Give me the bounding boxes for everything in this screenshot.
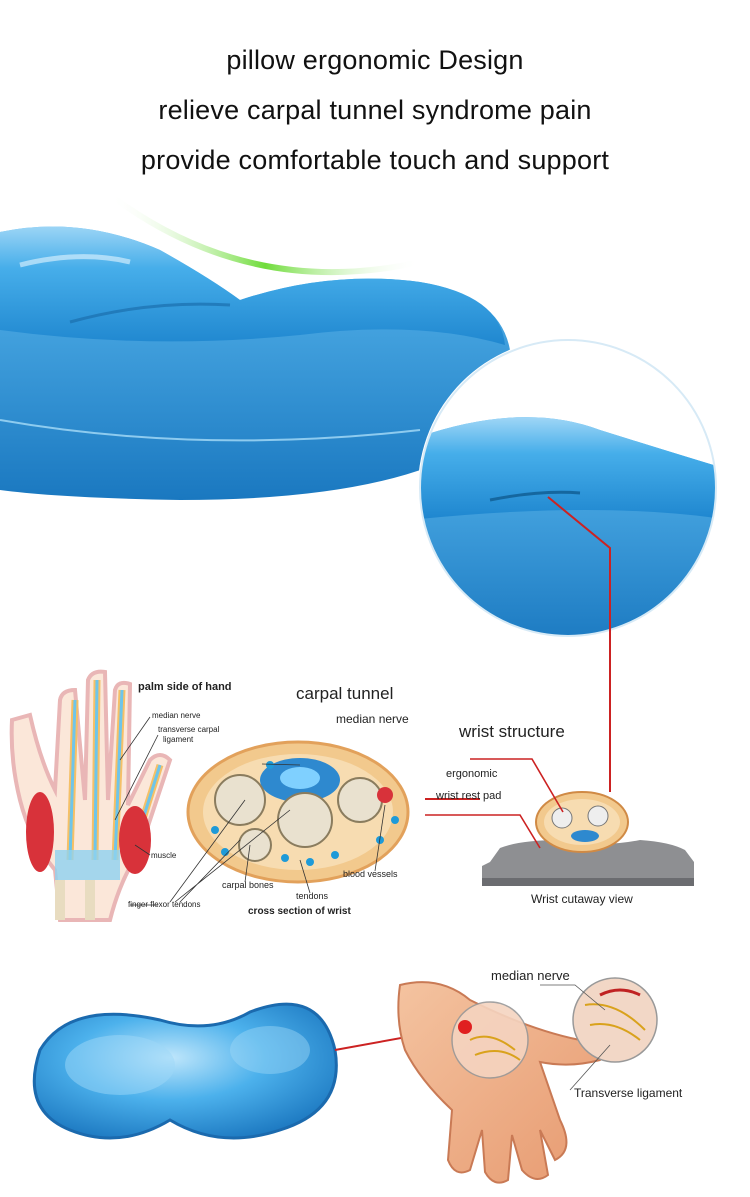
label-cross-section: cross section of wrist bbox=[248, 906, 351, 917]
headline-design: pillow ergonomic Design bbox=[226, 45, 524, 75]
pointer-line-zoom bbox=[547, 496, 611, 792]
label-transverse-ligament: Transverse ligament bbox=[574, 1086, 683, 1100]
label-carpal-tunnel: carpal tunnel bbox=[296, 684, 394, 703]
hand-nerve-illustration bbox=[397, 977, 658, 1184]
gel-pad-product bbox=[32, 1002, 338, 1140]
headline-relieve: relieve carpal tunnel syndrome pain bbox=[158, 95, 592, 125]
label-wrist-structure: wrist structure bbox=[459, 722, 565, 741]
label-wrist-cutaway: Wrist cutaway view bbox=[531, 892, 633, 906]
label-palm-side: palm side of hand bbox=[138, 681, 232, 693]
label-wrist-rest-pad: wrist rest pad bbox=[436, 790, 502, 802]
diagram-leader-lines bbox=[114, 716, 386, 903]
label-median-nerve-bottom: median nerve bbox=[491, 968, 570, 983]
hand-palm-diagram bbox=[9, 669, 173, 922]
gel-pad-closeup bbox=[0, 192, 511, 500]
zoom-circle bbox=[418, 338, 718, 638]
label-median-nerve-hand: median nerve bbox=[152, 711, 201, 720]
label-muscle: muscle bbox=[151, 851, 177, 860]
green-highlight-arc bbox=[108, 192, 421, 276]
label-finger-flexor: finger flexor tendons bbox=[128, 900, 201, 909]
label-median-nerve-section: median nerve bbox=[336, 712, 409, 726]
label-tendons: tendons bbox=[296, 891, 329, 901]
label-transverse-carpal: transverse carpal bbox=[158, 725, 220, 734]
wrist-cross-section bbox=[186, 740, 410, 884]
label-blood-vessels: blood vessels bbox=[343, 869, 398, 879]
headline-comfort: provide comfortable touch and support bbox=[140, 145, 610, 175]
label-ergonomic: ergonomic bbox=[446, 768, 498, 780]
label-carpal-bones: carpal bones bbox=[222, 880, 274, 890]
wrist-cutaway bbox=[425, 758, 694, 886]
label-ligament: ligament bbox=[163, 735, 194, 744]
